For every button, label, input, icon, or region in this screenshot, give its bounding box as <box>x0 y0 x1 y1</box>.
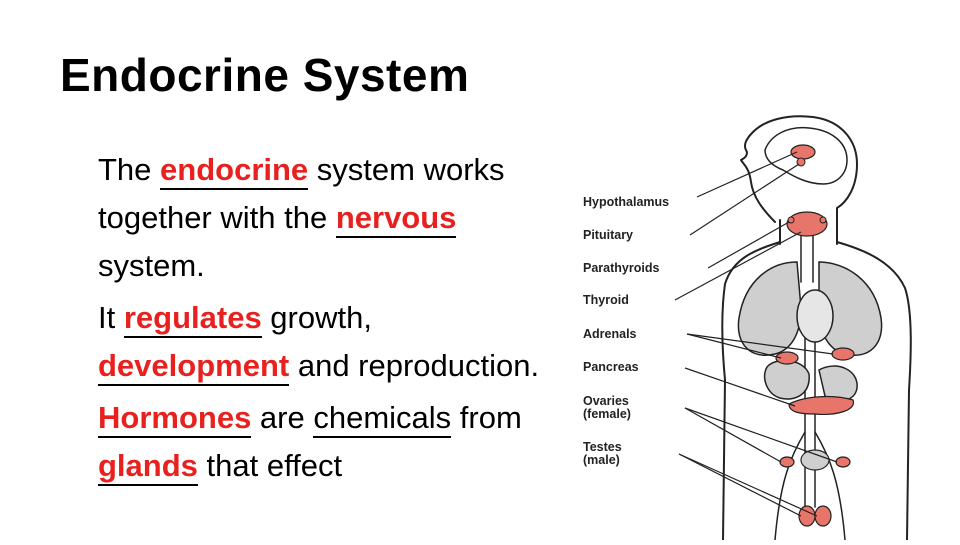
adrenal-right <box>831 347 855 361</box>
text-segment: system works together with the <box>98 152 505 235</box>
parathyroid-gland <box>787 216 795 224</box>
label-ovaries: Ovaries <box>583 394 629 408</box>
paragraph-regulates: It regulates growth, development and rep… <box>98 294 568 390</box>
parathyroid-gland <box>819 216 827 224</box>
blank-answer-endocrine: endocrine <box>160 152 309 190</box>
testis-right <box>814 505 832 527</box>
text-segment: and reproduction. <box>289 348 540 383</box>
text-segment: that effect <box>197 448 343 483</box>
leader-line-testes-a <box>678 453 802 517</box>
label-parathyroids: Parathyroids <box>583 261 660 275</box>
leader-line-adrenals-a <box>686 333 782 359</box>
blank-answer-nervous: nervous <box>335 200 457 238</box>
underlined-term-chemicals: chemicals <box>313 400 452 438</box>
label-hypothalamus: Hypothalamus <box>583 195 670 209</box>
label-testes: Testes <box>583 440 622 454</box>
thyroid-gland <box>786 211 828 237</box>
leader-line-thyroid <box>674 231 802 301</box>
heart <box>796 289 834 343</box>
blank-answer-development: development <box>98 348 290 386</box>
ovary-right <box>835 456 851 468</box>
slide-body: The endocrine system works together with… <box>98 146 568 494</box>
blank-answer-glands: glands <box>98 448 198 486</box>
left-lung <box>737 261 802 356</box>
label-pancreas: Pancreas <box>583 360 639 374</box>
adrenal-left <box>775 351 799 365</box>
endocrine-diagram: Hypothalamus Pituitary Parathyroids Thyr… <box>575 112 960 541</box>
label-thyroid: Thyroid <box>583 293 629 307</box>
brain-outline <box>764 126 848 185</box>
head-outline <box>740 115 858 223</box>
label-adrenals: Adrenals <box>583 327 637 341</box>
text-segment: It <box>98 300 124 335</box>
leader-line-pancreas <box>684 367 796 407</box>
text-segment: growth, <box>261 300 372 335</box>
pancreas-gland <box>788 395 855 415</box>
leg-vessels <box>774 431 846 541</box>
hypothalamus-gland <box>790 144 816 160</box>
leader-line-adrenals-b <box>686 333 834 355</box>
uterus <box>800 449 830 471</box>
endocrine-body-illustration <box>674 115 912 541</box>
leader-line-ovaries-b <box>684 407 838 463</box>
text-segment: are <box>251 400 314 435</box>
leader-line-parathyroids <box>707 221 790 269</box>
text-segment: from <box>451 400 522 435</box>
paragraph-hormones: Hormones are chemicals from glands that … <box>98 394 568 490</box>
blank-answer-hormones: Hormones <box>98 400 252 438</box>
leader-line-ovaries-a <box>684 407 782 463</box>
label-pituitary: Pituitary <box>583 228 634 242</box>
text-segment: system. <box>98 248 205 283</box>
slide-title: Endocrine System <box>60 49 470 101</box>
text-segment: The <box>98 152 161 187</box>
leader-line-pituitary <box>689 163 800 236</box>
torso-left-outline <box>721 241 781 541</box>
ovary-left <box>779 456 795 468</box>
label-ovaries-sub: (female) <box>583 407 631 421</box>
stomach <box>818 365 858 402</box>
torso-right-outline <box>836 241 912 541</box>
leader-line-testes-b <box>678 453 818 517</box>
neck-outline <box>779 219 838 245</box>
leader-line-hypothalamus <box>696 151 798 198</box>
paragraph-endocrine-nervous: The endocrine system works together with… <box>98 146 568 290</box>
label-testes-sub: (male) <box>583 453 620 467</box>
blank-answer-regulates: regulates <box>123 300 262 338</box>
liver <box>763 359 810 400</box>
